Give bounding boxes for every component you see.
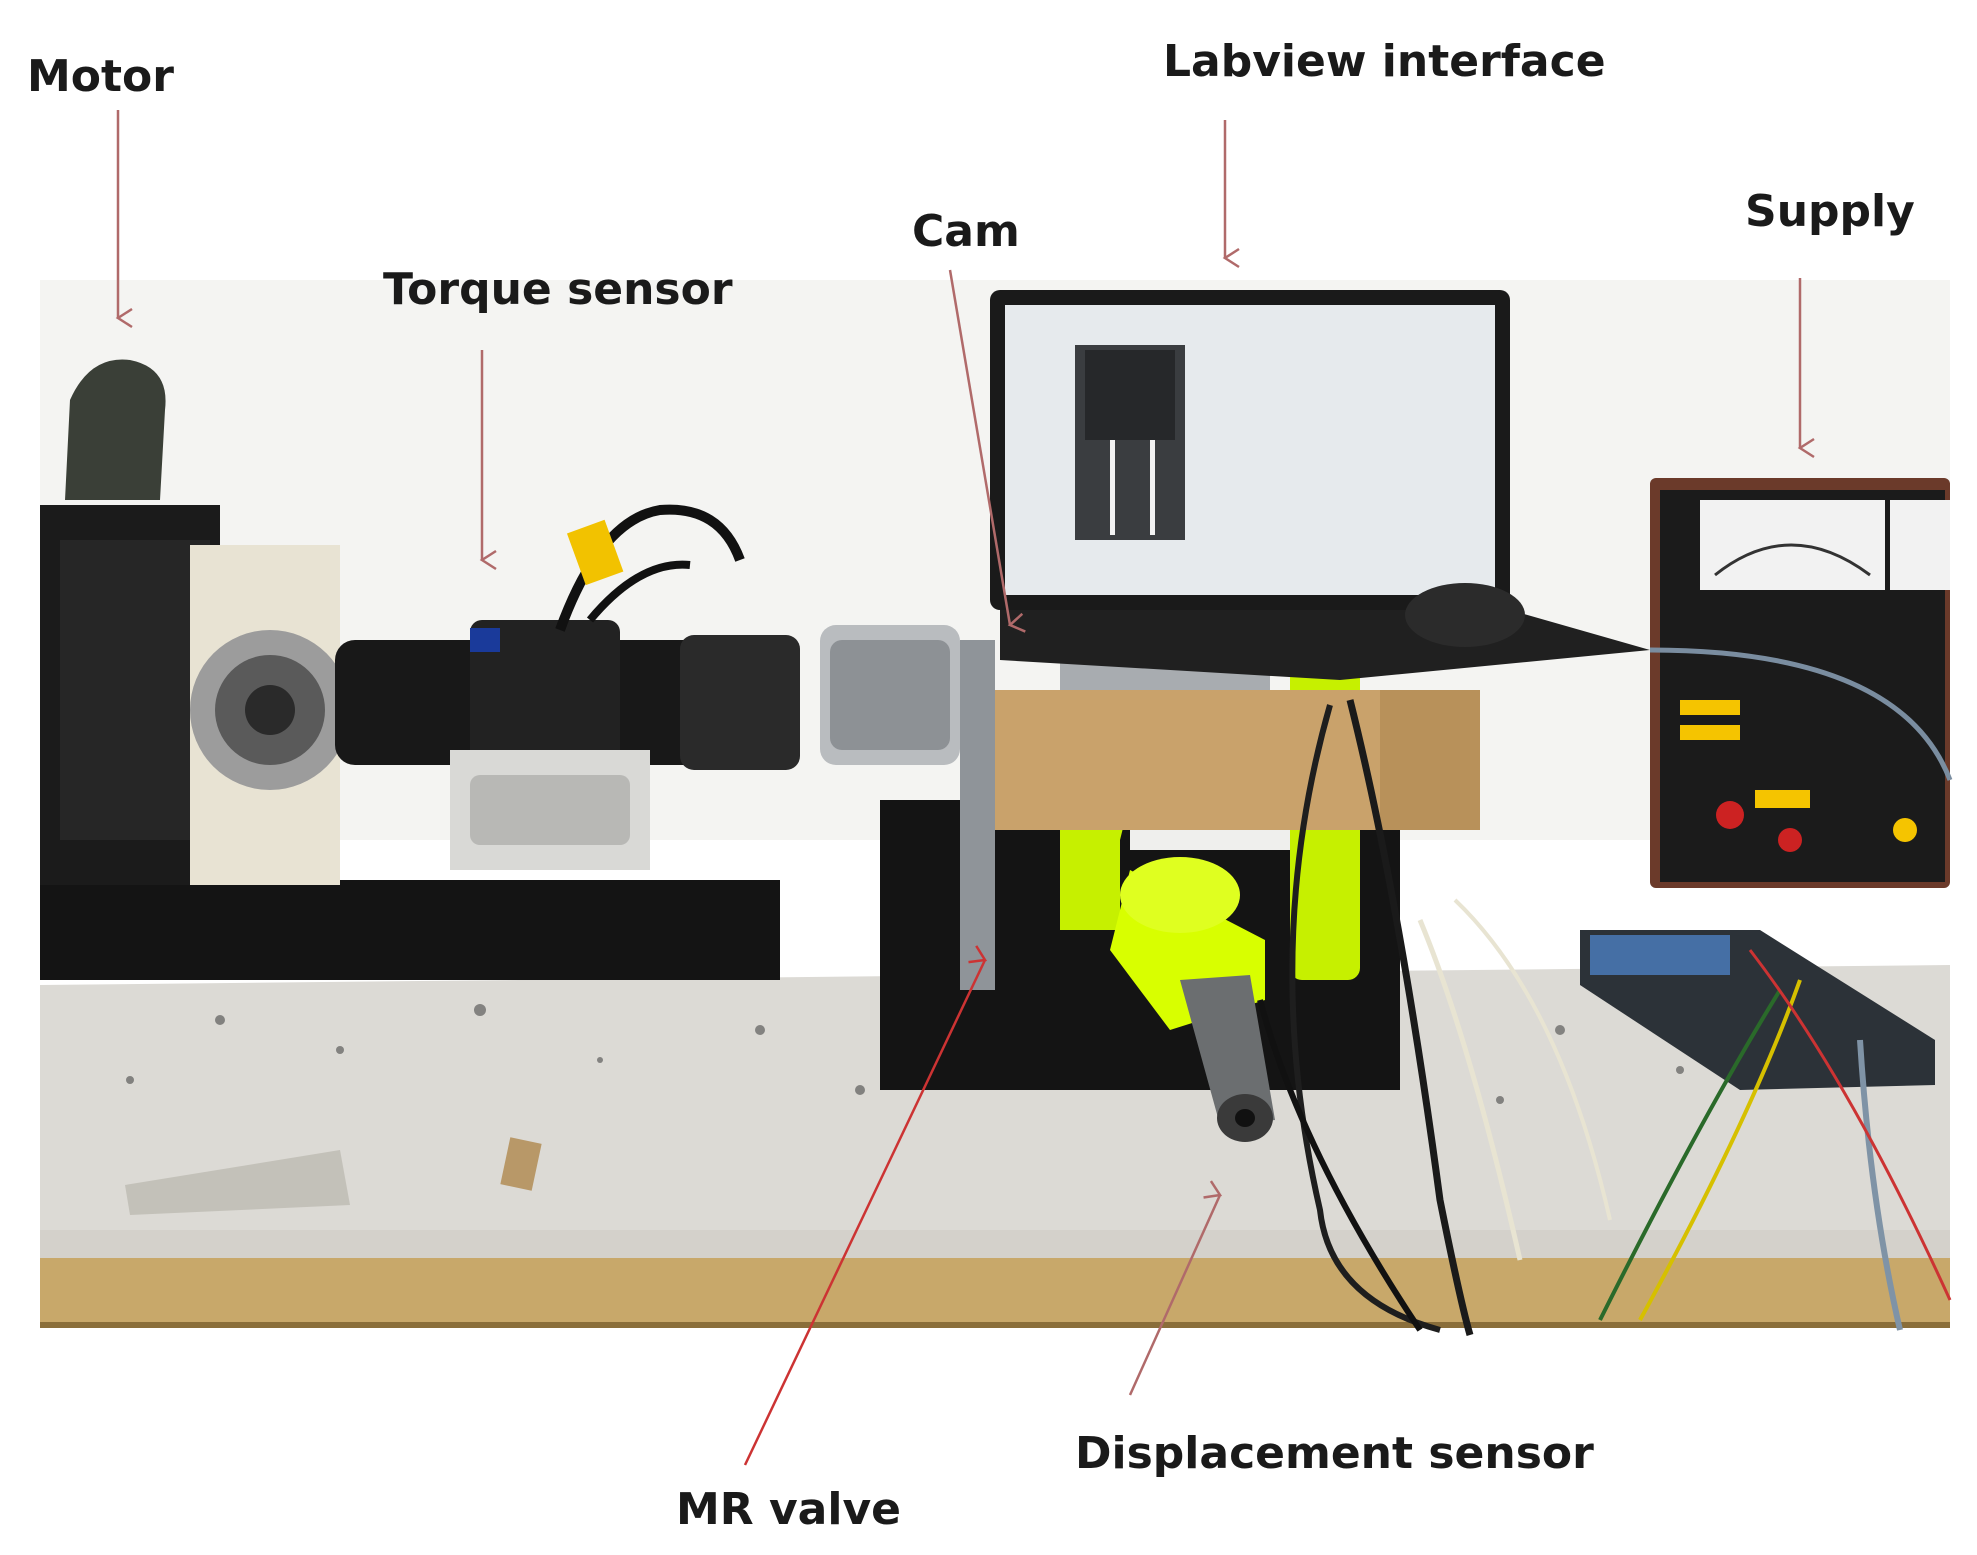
cam-arrow bbox=[948, 269, 1026, 633]
label-mr-valve: MR valve bbox=[676, 1484, 901, 1535]
label-torque-sensor: Torque sensor bbox=[383, 264, 733, 315]
label-labview-interface: Labview interface bbox=[1163, 36, 1606, 87]
mr-valve-arrow bbox=[743, 945, 988, 1466]
label-displacement-sensor: Displacement sensor bbox=[1075, 1428, 1594, 1479]
annotation-arrows bbox=[115, 110, 1815, 1466]
photo bbox=[40, 280, 1953, 1336]
label-supply: Supply bbox=[1745, 186, 1915, 237]
label-motor: Motor bbox=[27, 51, 174, 102]
displacement-sensor-arrow bbox=[1128, 1180, 1223, 1396]
label-cam: Cam bbox=[912, 206, 1020, 257]
